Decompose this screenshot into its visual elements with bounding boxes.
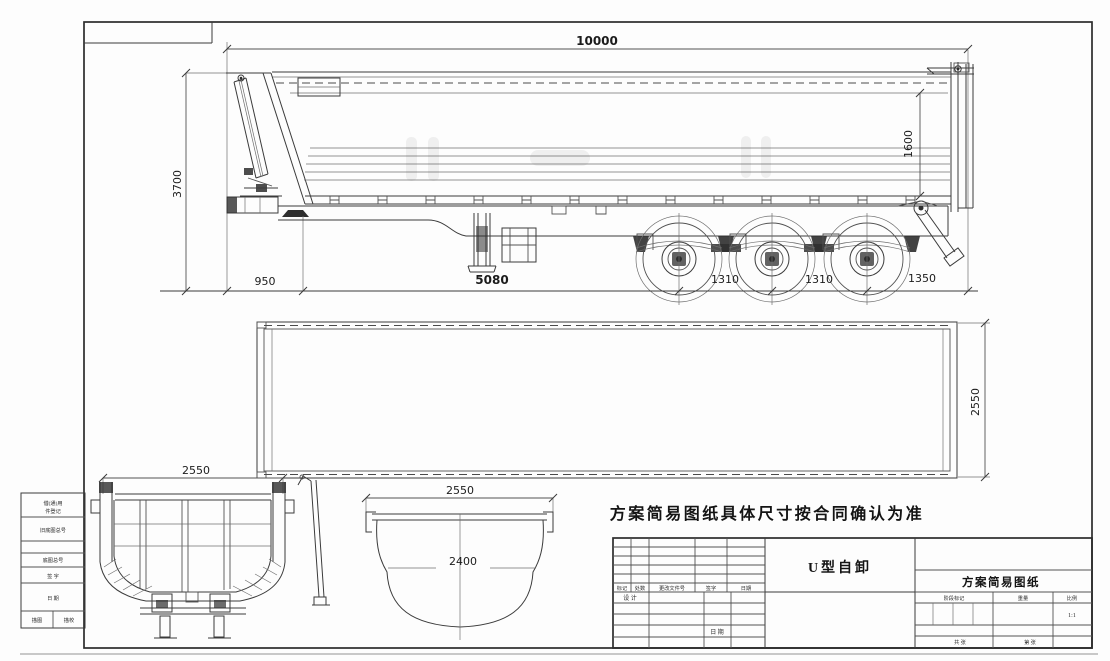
scale-value: 1:1: [1068, 613, 1076, 619]
dim-text-kingpin-to-axle: 5080: [475, 273, 508, 287]
watermark-smudges: [406, 136, 771, 181]
contract-note: 方案简易图纸具体尺寸按合同确认为准: [610, 504, 925, 523]
margin-row6b: 描校: [64, 616, 74, 624]
label-date: 日 期: [710, 628, 724, 636]
trailer-body: [226, 71, 951, 205]
dim-text-axle-spacing-1: 1310: [711, 273, 739, 286]
margin-row4: 签 字: [47, 572, 59, 580]
dim-plan-width: 2550: [958, 318, 990, 482]
dim-text-section-inner-width: 2400: [449, 555, 477, 568]
label-stage-mark: 阶段标记: [944, 594, 965, 602]
label-design: 设 计: [623, 594, 637, 602]
rev-header-sign: 签字: [706, 584, 716, 592]
dim-text-front-overhang: 950: [255, 275, 276, 288]
dim-bottom-chain: 950 5080 1310 1310 1350: [160, 272, 978, 296]
bottom-rail-ribs: [329, 196, 916, 204]
plan-view: 2550: [256, 318, 990, 606]
dim-overall-length: 10000: [222, 34, 973, 291]
kingpin: [282, 210, 309, 217]
rev-header-doc-no: 更改文件号: [659, 584, 685, 592]
margin-table: 借(通)用 件登记 旧底图总号 底图总号 签 字 日 期 描图 描校: [20, 492, 86, 629]
label-weight: 重量: [1018, 594, 1028, 602]
rear-tipping-pivot: [897, 200, 965, 267]
frame-corner-box: [84, 22, 213, 44]
side-view: 10000 3700: [160, 34, 978, 305]
dim-body-height: 1600: [902, 88, 925, 201]
hydraulic-cylinder: [233, 74, 282, 197]
rear-body-shell: [99, 500, 286, 602]
wheels: [635, 213, 911, 305]
dim-text-overall-height: 3700: [171, 170, 184, 198]
rev-header-date: 日期: [741, 585, 751, 592]
dim-text-overall-length: 10000: [576, 34, 618, 48]
wheel-2: [728, 213, 816, 305]
dim-text-section-width: 2550: [446, 484, 474, 497]
margin-row2: 旧底图总号: [40, 526, 66, 534]
sheet-frame: [20, 21, 1098, 655]
margin-row5: 日 期: [47, 595, 59, 602]
frame-border: [83, 21, 1093, 649]
rear-side-posts: [90, 482, 295, 562]
label-sheet-total: 共 张: [954, 638, 966, 646]
margin-row1-line2: 件登记: [45, 507, 61, 515]
label-scale: 比例: [1067, 594, 1077, 602]
title-block: 标记 处数 更改文件号 签字 日期 设 计 日 期 U型自卸 方案简易图纸 阶段…: [612, 537, 1093, 649]
margin-row6a: 描图: [32, 616, 42, 624]
dim-text-plan-width: 2550: [969, 388, 982, 416]
dim-rear-width: 2550: [98, 464, 288, 494]
rev-header-count: 处数: [635, 584, 646, 592]
dim-text-axle-spacing-2: 1310: [805, 273, 833, 286]
prop-rod: [297, 474, 330, 606]
dim-section-width: 2550: [361, 484, 558, 512]
dim-overall-height: 3700: [171, 68, 263, 296]
dim-text-rear-overhang: 1350: [908, 272, 936, 285]
product-name: U型自卸: [808, 559, 872, 576]
wheel-3: [823, 213, 911, 305]
signature-area: 设 计 日 期: [613, 592, 765, 648]
label-sheet-no: 第 张: [1024, 638, 1036, 646]
revision-table: 标记 处数 更改文件号 签字 日期: [613, 538, 765, 593]
drawing-title: 方案简易图纸: [962, 575, 1040, 589]
dim-text-rear-width: 2550: [182, 464, 210, 477]
product-name-cell: U型自卸: [765, 559, 915, 593]
tailgate: [926, 62, 974, 212]
wheel-1: [635, 213, 723, 305]
rev-header-mark: 标记: [617, 584, 627, 592]
chassis: [226, 196, 949, 291]
landing-gear: [467, 213, 537, 273]
rear-view: 2550: [90, 464, 295, 639]
section-view: 2550 2400: [361, 484, 558, 640]
rear-undercarriage: [140, 591, 246, 639]
margin-row3: 底图总号: [43, 556, 64, 564]
drawing-info-block: 方案简易图纸 阶段标记 重量 比例 1:1 共 张 第 张: [915, 569, 1092, 648]
section-body: 2400: [365, 511, 554, 640]
margin-row1-line1: 借(通)用: [43, 499, 62, 507]
dim-text-body-height: 1600: [902, 130, 915, 158]
